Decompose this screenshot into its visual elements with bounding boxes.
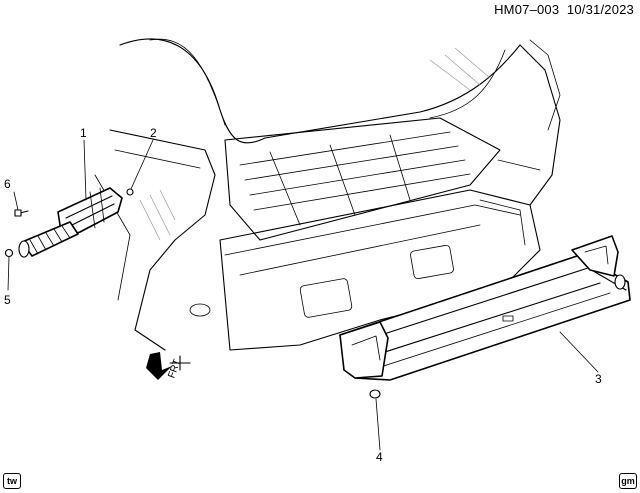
part-5-nut xyxy=(4,248,14,258)
callout-1: 1 xyxy=(80,126,87,140)
callout-3: 3 xyxy=(595,372,602,386)
diagram-id: HM07–003 xyxy=(494,2,560,17)
vehicle-body xyxy=(94,38,561,351)
tw-logo-badge: tw xyxy=(3,473,21,489)
part-4-nut xyxy=(369,389,381,399)
front-direction-arrow: FRT xyxy=(146,352,191,380)
part-3-impact-bar xyxy=(339,235,631,381)
callout-6: 6 xyxy=(4,177,11,191)
diagram-code: HM07–003 10/31/2023 xyxy=(494,2,634,17)
part-2-stud xyxy=(126,188,134,196)
part-6-bolt xyxy=(14,209,29,217)
gm-logo-badge: gm xyxy=(619,473,637,489)
callout-4: 4 xyxy=(376,450,383,464)
callouts: 1 2 3 4 5 6 xyxy=(4,126,602,464)
diagram-date: 10/31/2023 xyxy=(566,2,634,17)
frt-label: FRT xyxy=(166,358,183,380)
part-1-bracket xyxy=(18,187,123,258)
callout-2: 2 xyxy=(150,126,157,140)
leader-lines xyxy=(7,139,599,451)
callout-5: 5 xyxy=(4,293,11,307)
